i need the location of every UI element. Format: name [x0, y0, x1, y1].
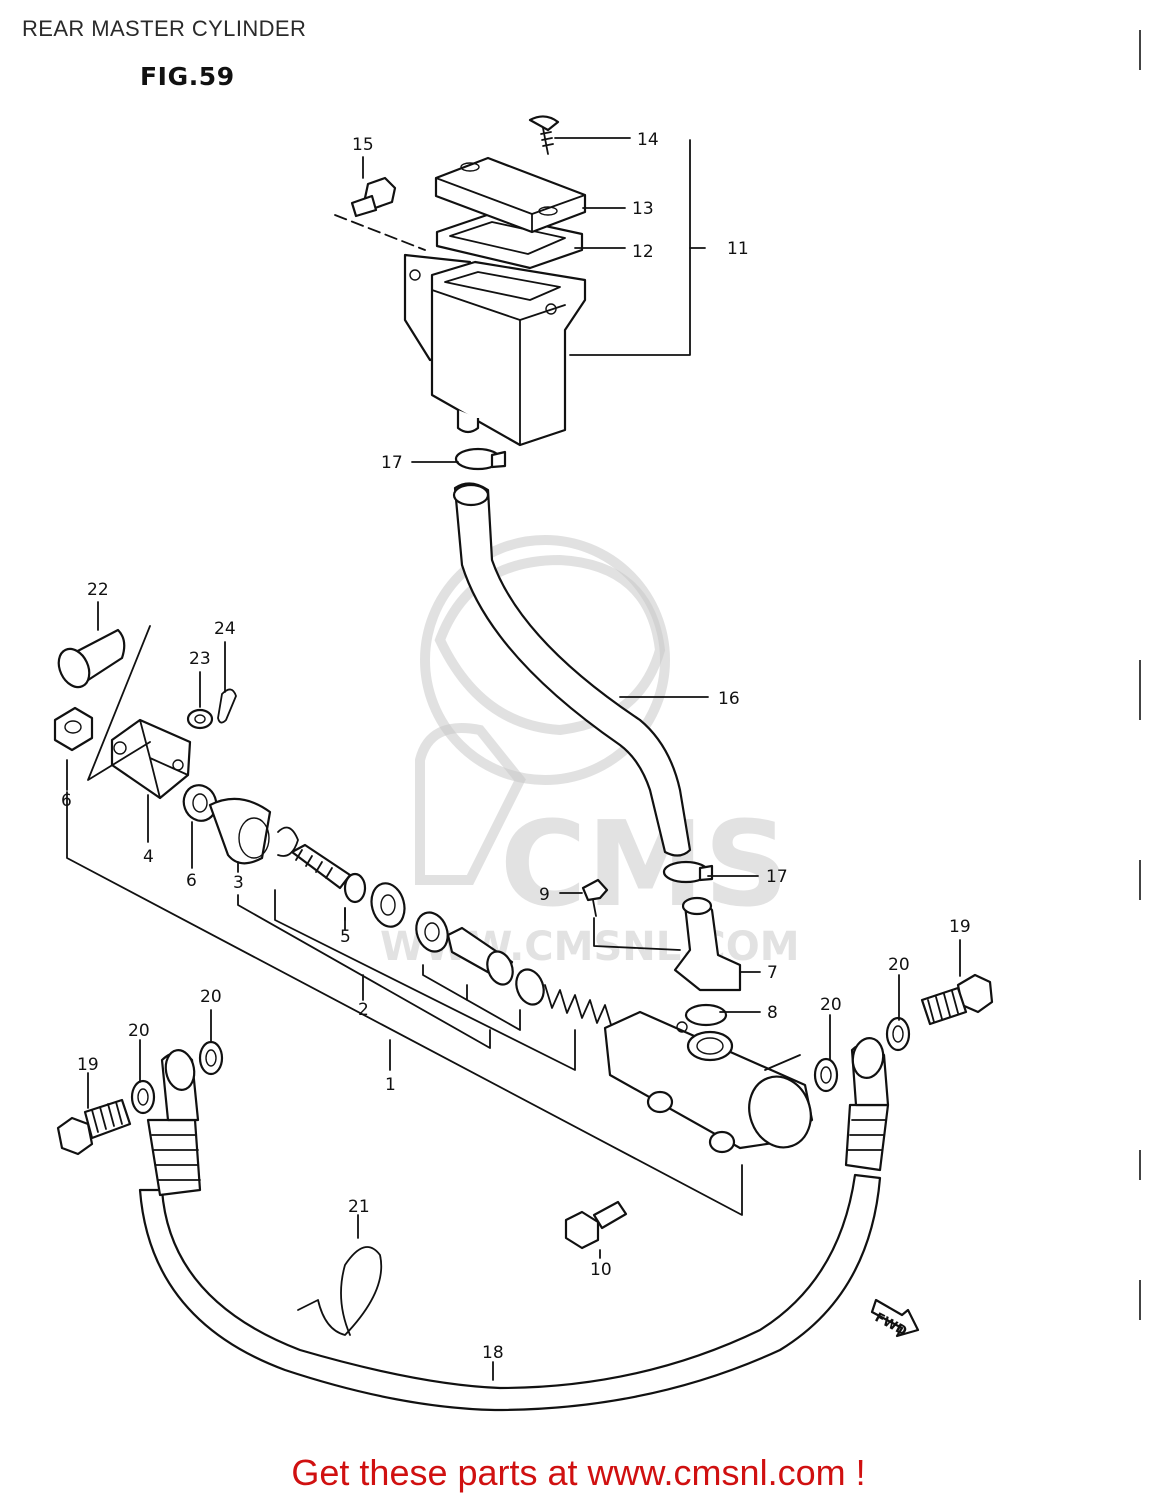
- callout-3: 3: [233, 873, 244, 893]
- forward-arrow: FWD: [870, 1298, 920, 1340]
- callout-17-bottom: 17: [766, 867, 788, 887]
- callout-20-b: 20: [200, 987, 222, 1007]
- callout-9: 9: [539, 885, 550, 905]
- master-cylinder-parts: [66, 791, 814, 1250]
- callout-24: 24: [214, 619, 236, 639]
- callout-8: 8: [767, 1003, 778, 1023]
- callout-16: 16: [718, 689, 740, 709]
- callout-6-left: 6: [61, 791, 72, 811]
- figure-number: FIG.59: [140, 62, 235, 91]
- page-title: REAR MASTER CYLINDER: [22, 16, 307, 41]
- callout-2: 2: [358, 1000, 369, 1020]
- callout-4: 4: [143, 847, 154, 867]
- callout-1: 1: [385, 1075, 396, 1095]
- callout-labels: 1 2 3 4 5 6 6 7 8 9 10 11 12 13 14 15 16…: [61, 130, 971, 1363]
- callout-20-a: 20: [128, 1021, 150, 1041]
- callout-7: 7: [767, 963, 778, 983]
- reservoir-hose: [452, 447, 714, 884]
- callout-20-c: 20: [820, 995, 842, 1015]
- brake-hose-assembly: [56, 973, 994, 1412]
- callout-5: 5: [340, 927, 351, 947]
- callout-17-top: 17: [381, 453, 403, 473]
- callout-19-left: 19: [77, 1055, 99, 1075]
- callout-12: 12: [632, 242, 654, 262]
- watermark-text: CMS: [500, 795, 789, 933]
- callout-10: 10: [590, 1260, 612, 1280]
- reservoir-assembly: [334, 115, 587, 447]
- callout-20-d: 20: [888, 955, 910, 975]
- callout-18: 18: [482, 1343, 504, 1363]
- callout-13: 13: [632, 199, 654, 219]
- callout-11: 11: [727, 239, 749, 259]
- leader-lines: [66, 137, 961, 1381]
- callout-6-right: 6: [186, 871, 197, 891]
- scan-edge-marks: [1137, 0, 1143, 1500]
- callout-15: 15: [352, 135, 374, 155]
- promo-banner: Get these parts at www.cmsnl.com !: [291, 1452, 866, 1493]
- clevis-assembly: [53, 625, 237, 822]
- callout-23: 23: [189, 649, 211, 669]
- callout-19-right: 19: [949, 917, 971, 937]
- callout-14: 14: [637, 130, 659, 150]
- watermark-logo: CMS WWW.CMSNL.COM: [380, 535, 800, 970]
- callout-22: 22: [87, 580, 109, 600]
- callout-21: 21: [348, 1197, 370, 1217]
